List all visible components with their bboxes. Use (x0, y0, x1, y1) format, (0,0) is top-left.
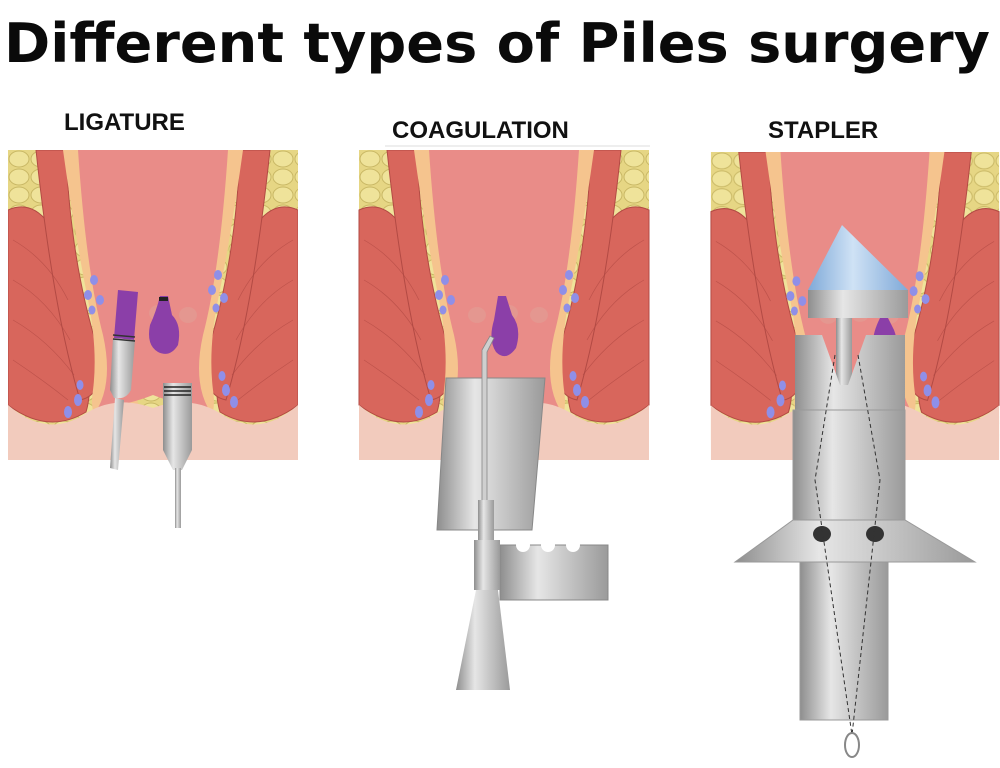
hemorrhoid-icon (491, 296, 519, 357)
label-coagulation: COAGULATION (392, 117, 569, 144)
coagulation-probe-icon (436, 335, 609, 690)
panel-coagulation: COAGULATION (358, 117, 650, 690)
ligator-applicator-icon (110, 290, 138, 470)
anal-anatomy-illustration (8, 150, 298, 460)
panel-ligature: LIGATURE (8, 109, 298, 528)
hemorrhoid-banded-icon (149, 296, 180, 354)
label-ligature: LIGATURE (64, 109, 185, 136)
label-stapler: STAPLER (768, 117, 878, 144)
panel-stapler: STAPLER (710, 117, 1000, 758)
circular-stapler-icon (733, 225, 977, 758)
ligator-drum-icon (163, 383, 192, 528)
page-title: Different types of Piles surgery (4, 12, 990, 75)
